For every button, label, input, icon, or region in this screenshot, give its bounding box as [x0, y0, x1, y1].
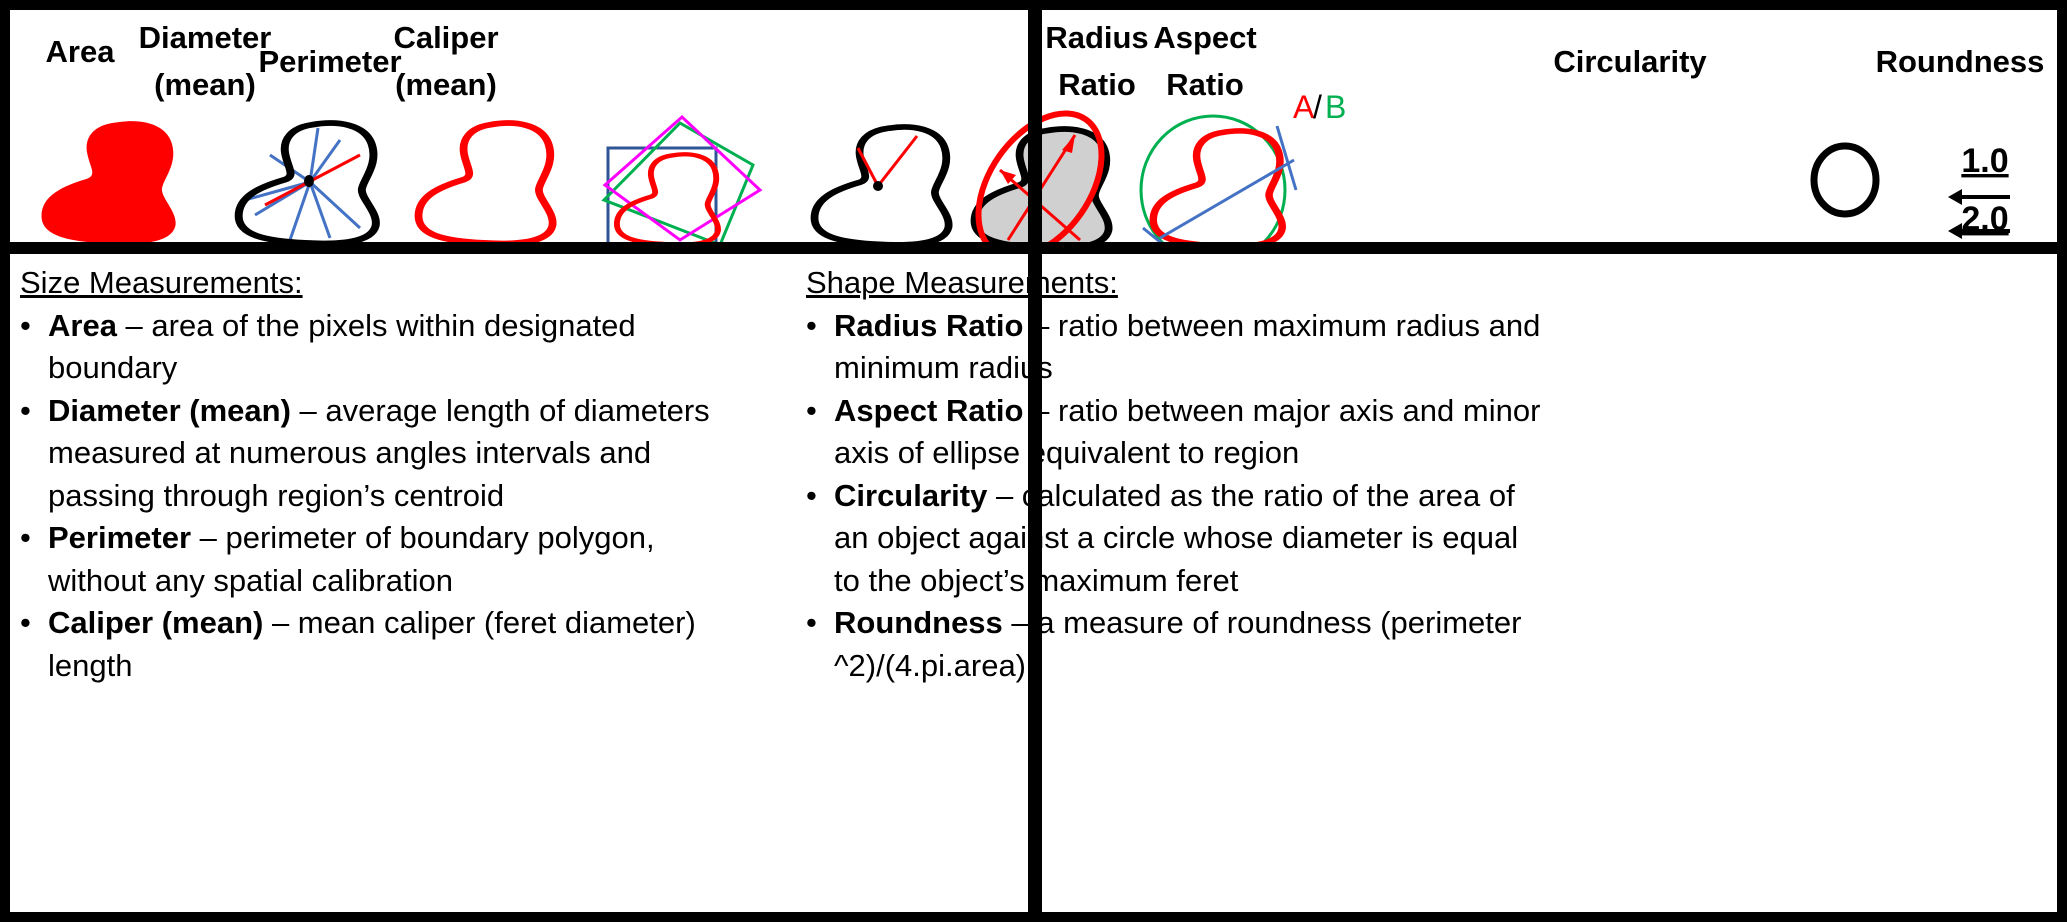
perimeter-shape — [419, 123, 553, 243]
radius-ratio-shape — [815, 127, 949, 245]
round-circle — [1810, 142, 1880, 218]
round-value-1: 1.0 — [1961, 142, 2008, 180]
list-item: Area – area of the pixels within designa… — [20, 305, 760, 390]
label-diameter-2: (mean) — [154, 67, 256, 102]
label-perimeter: Perimeter — [258, 44, 401, 79]
label-radius-1: Radius — [1045, 20, 1148, 55]
shape-measurements-panel: Shape Measurements: Radius Ratio – ratio… — [806, 262, 1546, 687]
circularity-shape — [1139, 114, 1298, 250]
label-roundness: Roundness — [1876, 44, 2045, 79]
label-caliper-1: Caliper — [393, 20, 498, 55]
label-slash: / — [1313, 89, 1322, 125]
label-aspect-2: Ratio — [1166, 67, 1244, 102]
description: – ratio between maximum radius and minim… — [834, 307, 1541, 386]
label-area: Area — [46, 34, 116, 69]
list-item: Perimeter – perimeter of boundary polygo… — [20, 517, 760, 602]
size-heading: Size Measurements: — [20, 265, 303, 300]
caliper-shape — [601, 114, 763, 250]
shape-heading: Shape Measurements: — [806, 265, 1118, 300]
term: Circularity — [834, 477, 988, 513]
term: Roundness — [834, 605, 1003, 640]
label-radius-2: Ratio — [1058, 67, 1136, 102]
arrow-left-icon — [1948, 189, 2010, 205]
description: – perimeter of boundary polygon, without… — [48, 520, 655, 598]
list-item: Roundness – a measure of roundness (peri… — [806, 602, 1546, 687]
term: Caliper (mean) — [48, 605, 264, 640]
list-item: Diameter (mean) – average length of diam… — [20, 390, 760, 518]
area-shape — [41, 121, 176, 245]
list-item: Radius Ratio – ratio between maximum rad… — [806, 305, 1546, 390]
list-item: Circularity – calculated as the ratio of… — [806, 475, 1546, 603]
description: – area of the pixels within designated b… — [48, 307, 636, 386]
list-item: Caliper (mean) – mean caliper (feret dia… — [20, 602, 760, 687]
label-aspect-1: Aspect — [1153, 20, 1256, 55]
size-measurements-panel: Size Measurements: Area – area of the pi… — [20, 262, 760, 687]
term: Perimeter — [48, 520, 192, 555]
label-caliper-2: (mean) — [395, 67, 497, 102]
description: – ratio between major axis and minor axi… — [834, 392, 1541, 471]
term: Diameter (mean) — [48, 392, 291, 428]
list-item: Aspect Ratio – ratio between major axis … — [806, 390, 1546, 475]
top-illustrations: Area Diameter (mean) Perimeter Caliper (… — [41, 20, 2045, 250]
description: – mean caliper (feret diameter) length — [48, 605, 696, 683]
term: Aspect Ratio — [834, 392, 1024, 428]
description: – calculated as the ratio of the area of… — [834, 477, 1519, 598]
label-diameter-1: Diameter — [139, 20, 272, 55]
term: Radius Ratio — [834, 307, 1024, 343]
label-b: B — [1325, 89, 1346, 125]
label-a: A — [1293, 89, 1315, 125]
horizontal-divider — [0, 242, 2067, 254]
diameter-shape — [239, 123, 376, 243]
label-circularity: Circularity — [1553, 44, 1707, 79]
description: – average length of diameters measured a… — [48, 392, 710, 513]
arrow-left-icon — [1948, 223, 2010, 239]
term: Area — [48, 307, 117, 343]
description: – a measure of roundness (perimeter ^2)/… — [834, 605, 1522, 683]
